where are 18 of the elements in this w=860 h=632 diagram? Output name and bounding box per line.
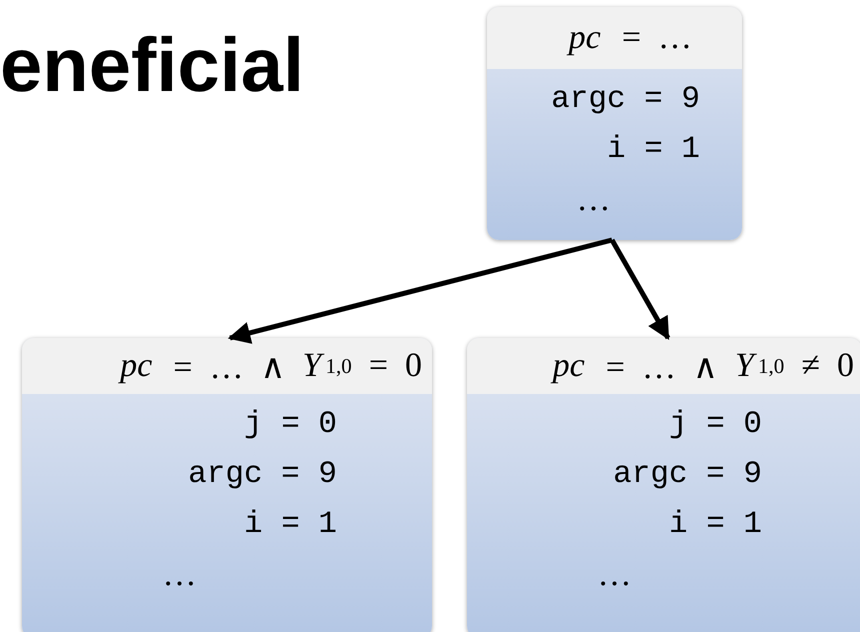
arrow bbox=[228, 238, 613, 344]
ellipsis: … bbox=[598, 555, 632, 595]
variable-binding: i = 1 bbox=[606, 131, 700, 169]
ellipsis: … bbox=[162, 555, 196, 595]
variable-binding: i = 1 bbox=[668, 506, 762, 544]
ellipsis: … bbox=[576, 180, 610, 220]
variable-binding: argc = 9 bbox=[613, 456, 762, 494]
state-box bbox=[22, 338, 432, 632]
variable-binding: argc = 9 bbox=[551, 81, 700, 119]
variable-binding: i = 1 bbox=[244, 506, 337, 544]
arrow bbox=[610, 238, 670, 340]
variable-binding: j = 0 bbox=[244, 406, 337, 444]
variable-binding: argc = 9 bbox=[188, 456, 337, 494]
variable-binding: j = 0 bbox=[668, 406, 762, 444]
slide-title: eneficial bbox=[0, 22, 304, 109]
state-box bbox=[467, 338, 860, 632]
path-condition: pc = … bbox=[487, 7, 742, 69]
state-box bbox=[487, 7, 742, 240]
